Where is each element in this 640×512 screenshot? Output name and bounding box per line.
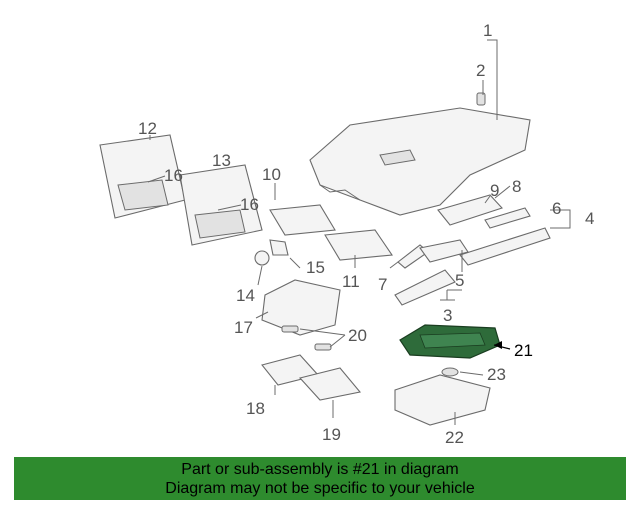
callout-8: 8 bbox=[512, 177, 521, 196]
callout-6: 6 bbox=[552, 199, 561, 218]
map-light-assembly-21 bbox=[399, 324, 501, 359]
lens-22 bbox=[394, 374, 491, 426]
callout-19: 19 bbox=[322, 425, 341, 444]
holder-15 bbox=[269, 239, 289, 256]
callout-18: 18 bbox=[246, 399, 265, 418]
callout-22: 22 bbox=[445, 428, 464, 447]
rail-6 bbox=[484, 207, 531, 229]
callout-7: 7 bbox=[378, 275, 387, 294]
callout-16-a: 16 bbox=[164, 166, 183, 185]
banner-line-1: Part or sub-assembly is #21 in diagram bbox=[181, 461, 459, 478]
callout-12: 12 bbox=[138, 119, 157, 138]
grab-handle-8 bbox=[437, 194, 503, 226]
callout-23: 23 bbox=[487, 365, 506, 384]
callout-3: 3 bbox=[443, 306, 452, 325]
callout-11: 11 bbox=[342, 272, 360, 291]
notice-banner: Part or sub-assembly is #21 in diagram D… bbox=[14, 457, 626, 500]
lens-19 bbox=[298, 367, 362, 401]
callout-2: 2 bbox=[476, 61, 485, 80]
callout-4: 4 bbox=[585, 209, 594, 228]
callout-9: 9 bbox=[490, 181, 499, 200]
sunvisor-11 bbox=[324, 229, 393, 261]
callout-5: 5 bbox=[455, 271, 464, 290]
console-17 bbox=[261, 279, 341, 336]
callout-10: 10 bbox=[262, 165, 281, 184]
sunvisor-10 bbox=[269, 204, 336, 236]
bracket-14 bbox=[254, 250, 270, 266]
sunvisor-panel-12 bbox=[99, 134, 186, 219]
callout-14: 14 bbox=[236, 286, 255, 305]
banner-line-2: Diagram may not be specific to your vehi… bbox=[165, 480, 475, 497]
callout-1: 1 bbox=[483, 21, 492, 40]
parts-diagram: 1 2 3 4 5 6 7 8 9 10 11 12 13 14 15 16 1… bbox=[99, 21, 594, 447]
bulb-20 bbox=[281, 325, 332, 351]
callout-21: 21 bbox=[514, 341, 533, 360]
callout-15: 15 bbox=[306, 258, 325, 277]
rail-4 bbox=[459, 227, 551, 266]
callout-13: 13 bbox=[212, 151, 231, 170]
headliner-part bbox=[309, 107, 531, 216]
callout-16-b: 16 bbox=[240, 195, 259, 214]
callout-20: 20 bbox=[348, 326, 367, 345]
callout-17: 17 bbox=[234, 318, 253, 337]
sunvisor-panel-13 bbox=[179, 164, 263, 246]
clip-part bbox=[476, 92, 486, 106]
bulb-23 bbox=[441, 367, 459, 377]
